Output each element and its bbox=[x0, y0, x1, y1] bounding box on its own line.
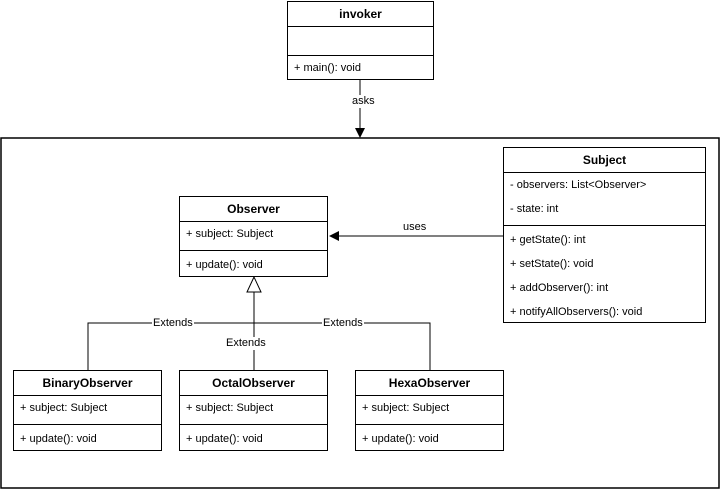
methods-section: + update(): void bbox=[356, 425, 503, 451]
package-frame bbox=[0, 137, 720, 489]
attributes-section: - observers: List<Observer> - state: int bbox=[504, 173, 705, 226]
asks-label: asks bbox=[351, 95, 376, 108]
attributes-section: + subject: Subject bbox=[356, 396, 503, 425]
class-subject[interactable]: Subject - observers: List<Observer> - st… bbox=[503, 147, 706, 323]
class-name: OctalObserver bbox=[180, 371, 327, 396]
extends-hexa-connector bbox=[254, 322, 431, 370]
attributes-section bbox=[288, 27, 433, 56]
methods-section: + update(): void bbox=[180, 425, 327, 451]
methods-section: + main(): void bbox=[288, 56, 433, 80]
attribute: - state: int bbox=[510, 203, 559, 215]
extends-octal-label: Extends bbox=[225, 337, 267, 350]
class-name: BinaryObserver bbox=[14, 371, 161, 396]
attribute: + subject: Subject bbox=[186, 402, 274, 414]
attribute: + subject: Subject bbox=[362, 402, 450, 414]
method: + getState(): int bbox=[510, 234, 586, 246]
method: + update(): void bbox=[20, 433, 97, 445]
attribute: - observers: List<Observer> bbox=[510, 179, 647, 191]
class-invoker[interactable]: invoker + main(): void bbox=[287, 1, 434, 80]
method: + main(): void bbox=[294, 62, 361, 74]
attributes-section: + subject: Subject bbox=[180, 222, 327, 251]
uses-label: uses bbox=[402, 221, 428, 234]
methods-section: + update(): void bbox=[180, 251, 327, 277]
extends-binary-connector bbox=[87, 322, 254, 370]
class-name: HexaObserver bbox=[356, 371, 503, 396]
method: + setState(): void bbox=[510, 258, 594, 270]
class-hexa-observer[interactable]: HexaObserver + subject: Subject + update… bbox=[355, 370, 504, 451]
extends-hexa-label: Extends bbox=[322, 317, 364, 330]
class-octal-observer[interactable]: OctalObserver + subject: Subject + updat… bbox=[179, 370, 328, 451]
generalization-arrowhead bbox=[246, 275, 262, 293]
class-binary-observer[interactable]: BinaryObserver + subject: Subject + upda… bbox=[13, 370, 162, 451]
attributes-section: + subject: Subject bbox=[14, 396, 161, 425]
attribute: + subject: Subject bbox=[20, 402, 108, 414]
method: + update(): void bbox=[186, 433, 263, 445]
method: + update(): void bbox=[362, 433, 439, 445]
methods-section: + update(): void bbox=[14, 425, 161, 451]
attribute: + subject: Subject bbox=[186, 228, 274, 240]
extends-binary-label: Extends bbox=[152, 317, 194, 330]
methods-section: + getState(): int + setState(): void + a… bbox=[504, 226, 705, 324]
method: + addObserver(): int bbox=[510, 282, 609, 294]
class-name: Subject bbox=[504, 148, 705, 173]
class-name: invoker bbox=[288, 2, 433, 27]
method: + notifyAllObservers(): void bbox=[510, 306, 643, 318]
class-name: Observer bbox=[180, 197, 327, 222]
method: + update(): void bbox=[186, 259, 263, 271]
attributes-section: + subject: Subject bbox=[180, 396, 327, 425]
class-observer[interactable]: Observer + subject: Subject + update(): … bbox=[179, 196, 328, 277]
